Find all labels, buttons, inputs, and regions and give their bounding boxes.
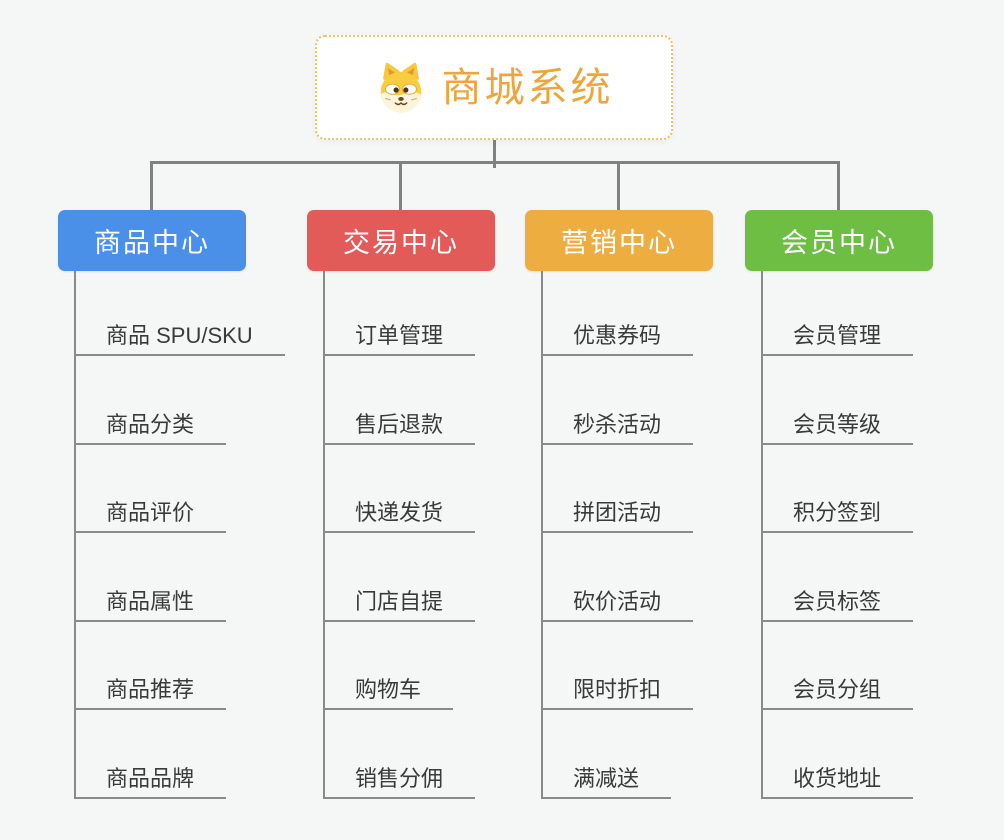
- branch-header-marketing-center[interactable]: 营销中心: [525, 210, 713, 271]
- branch-item[interactable]: 商品属性: [74, 590, 227, 622]
- root-title: 商城系统: [441, 65, 614, 110]
- connector-bus: [150, 161, 840, 164]
- branch-item[interactable]: 积分签到: [761, 501, 914, 533]
- branch-items-trade-center: 订单管理 售后退款 快递发货 门店自提 购物车 销售分佣: [323, 271, 623, 811]
- connector-root-stub: [493, 140, 496, 168]
- branch-member-center: 会员中心 会员管理 会员等级 积分签到 会员标签 会员分组 收货地址: [745, 210, 933, 799]
- branch-connector-line: [761, 271, 763, 799]
- branch-item[interactable]: 销售分佣: [323, 767, 476, 799]
- branch-item[interactable]: 会员管理: [761, 324, 914, 356]
- branch-item[interactable]: 限时折扣: [541, 678, 694, 710]
- branch-item[interactable]: 商品评价: [74, 501, 227, 533]
- branch-connector-line: [323, 271, 325, 799]
- connector-drop: [617, 161, 620, 210]
- branch-item[interactable]: 订单管理: [323, 324, 476, 356]
- branch-item[interactable]: 秒杀活动: [541, 413, 694, 445]
- root-node[interactable]: 商城系统: [315, 35, 673, 140]
- branch-item[interactable]: 会员等级: [761, 413, 914, 445]
- branch-item[interactable]: 优惠券码: [541, 324, 694, 356]
- branch-connector-line: [541, 271, 543, 799]
- branch-item[interactable]: 商品分类: [74, 413, 227, 445]
- branch-item[interactable]: 门店自提: [323, 590, 476, 622]
- branch-item[interactable]: 拼团活动: [541, 501, 694, 533]
- dog-face-icon: [375, 62, 427, 114]
- branch-item[interactable]: 收货地址: [761, 767, 914, 799]
- branch-header-product-center[interactable]: 商品中心: [58, 210, 246, 271]
- branch-items-member-center: 会员管理 会员等级 积分签到 会员标签 会员分组 收货地址: [761, 271, 1004, 811]
- branch-trade-center: 交易中心 订单管理 售后退款 快递发货 门店自提 购物车 销售分佣: [307, 210, 495, 799]
- branch-header-member-center[interactable]: 会员中心: [745, 210, 933, 271]
- branch-item[interactable]: 砍价活动: [541, 590, 694, 622]
- branch-item[interactable]: 会员标签: [761, 590, 914, 622]
- branch-item[interactable]: 购物车: [323, 678, 454, 710]
- branch-item[interactable]: 售后退款: [323, 413, 476, 445]
- branch-item[interactable]: 会员分组: [761, 678, 914, 710]
- branch-header-trade-center[interactable]: 交易中心: [307, 210, 495, 271]
- branch-item[interactable]: 商品品牌: [74, 767, 227, 799]
- connector-drop: [150, 161, 153, 210]
- connector-drop: [399, 161, 402, 210]
- branch-items-product-center: 商品 SPU/SKU 商品分类 商品评价 商品属性 商品推荐 商品品牌: [74, 271, 374, 811]
- branch-item[interactable]: 快递发货: [323, 501, 476, 533]
- branch-marketing-center: 营销中心 优惠券码 秒杀活动 拼团活动 砍价活动 限时折扣 满减送: [525, 210, 713, 799]
- branch-item[interactable]: 满减送: [541, 767, 672, 799]
- connector-drop: [837, 161, 840, 210]
- branch-items-marketing-center: 优惠券码 秒杀活动 拼团活动 砍价活动 限时折扣 满减送: [541, 271, 841, 811]
- branch-item[interactable]: 商品推荐: [74, 678, 227, 710]
- branch-product-center: 商品中心 商品 SPU/SKU 商品分类 商品评价 商品属性 商品推荐 商品品牌: [58, 210, 285, 799]
- branch-connector-line: [74, 271, 76, 799]
- branch-item[interactable]: 商品 SPU/SKU: [74, 324, 285, 356]
